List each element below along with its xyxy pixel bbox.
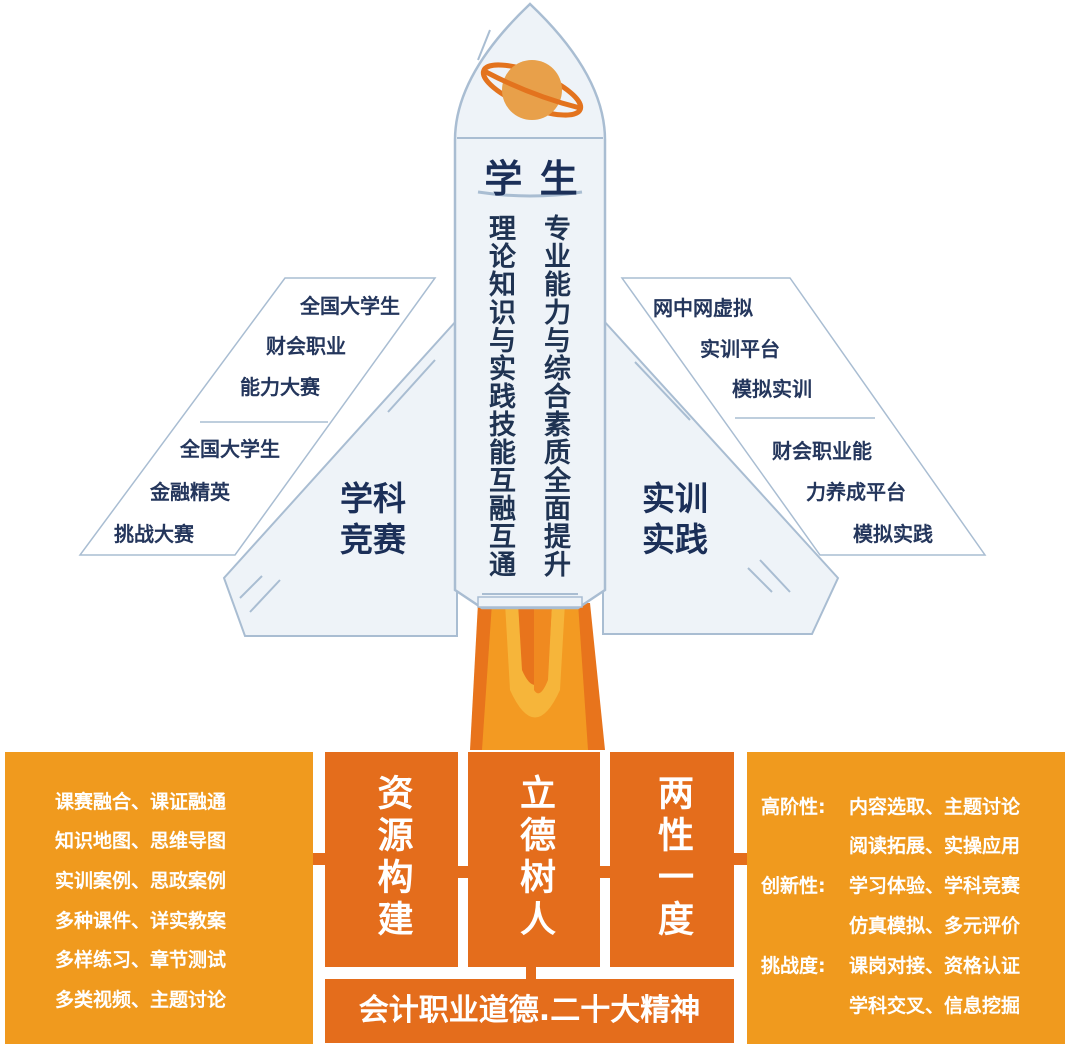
column-moral-education-label: 立德树人 [514,774,555,942]
rocket-right-vertical-text: 专业能力与综合素质全面提升 [539,214,570,578]
right-wing-upper-line-1: 网中网虚拟 [653,296,753,320]
right-wing-lower-line-2: 力养成平台 [806,480,906,504]
right-panel-row-6: 学科交叉、信息挖掘 [761,991,1020,1018]
column-moral-education: 立德树人 [468,752,600,967]
rocket-title: 学 生 [484,157,580,201]
right-wing-upper-line-3: 模拟实训 [732,377,812,401]
left-wing-title-line-2: 竞赛 [340,520,406,560]
connector-center [526,967,536,979]
left-panel-line-5: 多样练习、章节测试 [55,949,227,971]
left-orange-panel: 课赛融合、课证融通 知识地图、思维导图 实训案例、思政案例 多种课件、详实教案 … [5,752,313,1044]
right-panel-row-2: 阅读拓展、实操应用 [761,831,1020,858]
right-orange-panel: 高阶性: 内容选取、主题讨论 阅读拓展、实操应用 创新性: 学习体验、学科竞赛 仿真… [747,752,1065,1044]
left-info-panel [78,277,437,556]
left-wing-upper-line-2: 财会职业 [266,334,346,358]
right-panel-row-1: 高阶性: 内容选取、主题讨论 [761,792,1020,819]
connector-left [312,853,326,865]
right-panel-row-3: 创新性: 学习体验、学科竞赛 [761,871,1020,898]
right-wing-lower-line-1: 财会职业能 [772,439,872,463]
left-panel-line-3: 实训案例、思政案例 [55,870,227,892]
column-resource-building-label: 资源构建 [371,774,413,942]
connector-right [734,853,748,865]
right-info-panel [620,277,987,556]
right-panel-text-4: 仿真模拟、多元评价 [849,915,1021,937]
bottom-bar: 会计职业道德.二十大精神 [325,979,734,1043]
right-wing-title-line-2: 实践 [642,520,708,560]
left-wing-upper-line-1: 全国大学生 [300,294,400,318]
right-wing-title-line-1: 实训 [642,479,708,518]
bottom-bar-label: 会计职业道德.二十大精神 [358,993,701,1028]
right-panel-row-4: 仿真模拟、多元评价 [761,911,1020,938]
rocket-flame [470,603,605,750]
right-wing-lower-line-3: 模拟实践 [853,522,933,546]
right-wing-title: 实训 实践 [642,478,708,561]
right-wing-upper-line-2: 实训平台 [700,337,780,361]
left-panel-line-2: 知识地图、思维导图 [55,830,227,852]
right-panel-text-3: 学习体验、学科竞赛 [849,875,1021,897]
left-panel-line-1: 课赛融合、课证融通 [55,791,227,813]
planet-icon [480,60,584,120]
left-wing-upper-line-3: 能力大赛 [240,375,320,399]
column-two-nature-one-degree-label: 两性一度 [652,774,693,942]
right-panel-label-3: 创新性: [761,875,826,897]
connector-gap-1 [458,866,468,878]
right-panel-row-5: 挑战度: 课岗对接、资格认证 [761,951,1020,978]
column-two-nature-one-degree: 两性一度 [610,752,734,967]
rocket-body [453,2,607,610]
left-panel-line-6: 多类视频、主题讨论 [55,989,227,1011]
right-panel-text-1: 内容选取、主题讨论 [849,796,1021,818]
rocket-left-vertical-text: 理论知识与实践技能互融互通 [484,214,515,578]
column-resource-building: 资源构建 [325,752,458,967]
motion-lines [239,29,791,613]
left-wing-title: 学科 竞赛 [340,478,406,561]
left-wing-lower-line-1: 全国大学生 [180,437,280,461]
right-panel-text-6: 学科交叉、信息挖掘 [849,995,1021,1017]
left-wing-lower-line-2: 金融精英 [150,480,230,504]
left-wing-lower-line-3: 挑战大赛 [114,522,194,546]
connector-gap-2 [600,866,610,878]
left-wing-title-line-1: 学科 [340,479,406,518]
right-panel-label-1: 高阶性: [761,796,826,818]
right-panel-label-5: 挑战度: [761,955,826,977]
left-panel-line-4: 多种课件、详实教案 [55,910,227,932]
right-panel-text-2: 阅读拓展、实操应用 [849,835,1021,857]
right-panel-text-5: 课岗对接、资格认证 [849,955,1021,977]
